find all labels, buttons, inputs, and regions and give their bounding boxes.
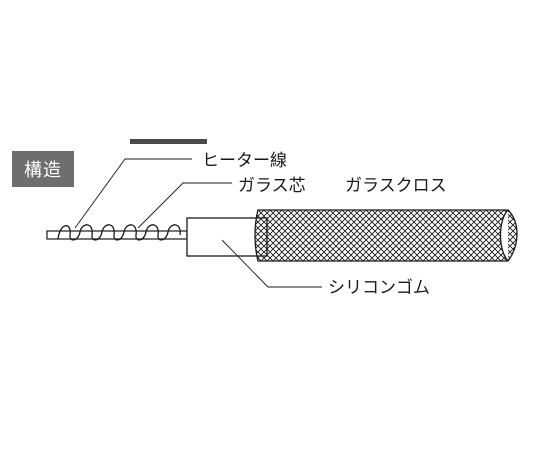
heater-wire-coil bbox=[57, 224, 181, 241]
label-silicone-rubber: シリコンゴム bbox=[328, 277, 430, 298]
glass-cloth-braid bbox=[254, 209, 518, 262]
leader-glass-core bbox=[137, 182, 232, 229]
section-label: 構造 bbox=[24, 160, 62, 181]
top-bar bbox=[130, 139, 207, 144]
label-glass-core: ガラス芯 bbox=[238, 176, 306, 196]
leader-silicone-rubber bbox=[221, 239, 322, 288]
label-glass-cloth: ガラスクロス bbox=[345, 176, 447, 196]
cable-end-cap bbox=[499, 209, 509, 262]
leader-heater-wire bbox=[74, 158, 192, 229]
section-label-badge: 構造 bbox=[12, 151, 74, 187]
label-heater-wire: ヒーター線 bbox=[202, 151, 287, 171]
